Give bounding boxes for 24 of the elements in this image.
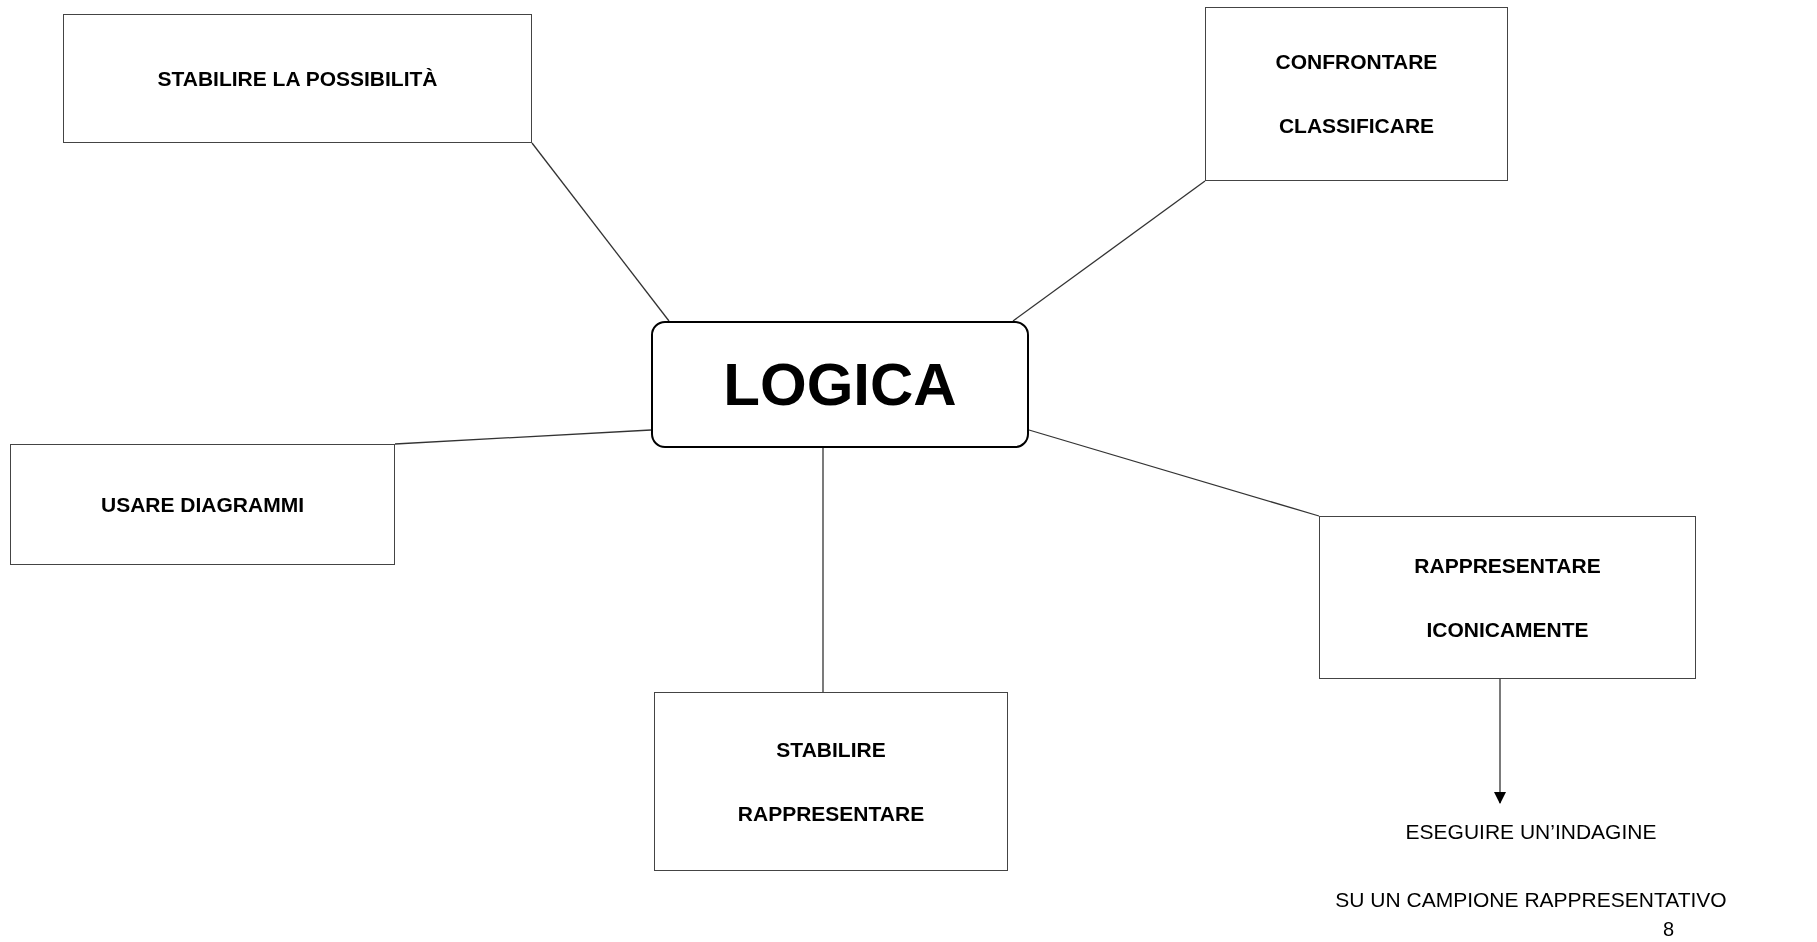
- connector-line: [1012, 180, 1206, 322]
- concept-label: ICONICAMENTE: [1426, 617, 1589, 642]
- concept-box: [1319, 516, 1696, 679]
- concept-box: [1205, 7, 1508, 181]
- concept-label: CONFRONTARE: [1275, 50, 1438, 74]
- central-concept-box: [651, 321, 1029, 448]
- connector-line: [394, 429, 652, 445]
- concept-box: [654, 692, 1008, 871]
- arrow: [1494, 678, 1506, 804]
- concept-box: [63, 14, 532, 143]
- connector-line: [822, 447, 824, 693]
- concept-label: CLASSIFICARE: [1278, 114, 1435, 138]
- concept-label: RAPPRESENTARE: [737, 801, 925, 826]
- concept-label: STABILIRE: [776, 737, 886, 762]
- page-number: 8: [1663, 918, 1675, 941]
- connector-line: [531, 142, 670, 322]
- concept-label: RAPPRESENTARE: [1414, 553, 1601, 578]
- concept-label: USARE DIAGRAMMI: [101, 492, 304, 517]
- concept-label: STABILIRE LA POSSIBILITÀ: [157, 66, 438, 91]
- note-text: SU UN CAMPIONE RAPPRESENTATIVO: [1335, 888, 1727, 912]
- concept-box: [10, 444, 395, 565]
- central-concept-label: LOGICA: [723, 350, 957, 419]
- note-text: ESEGUIRE UN’INDAGINE: [1405, 820, 1657, 844]
- connector-line: [1028, 429, 1320, 517]
